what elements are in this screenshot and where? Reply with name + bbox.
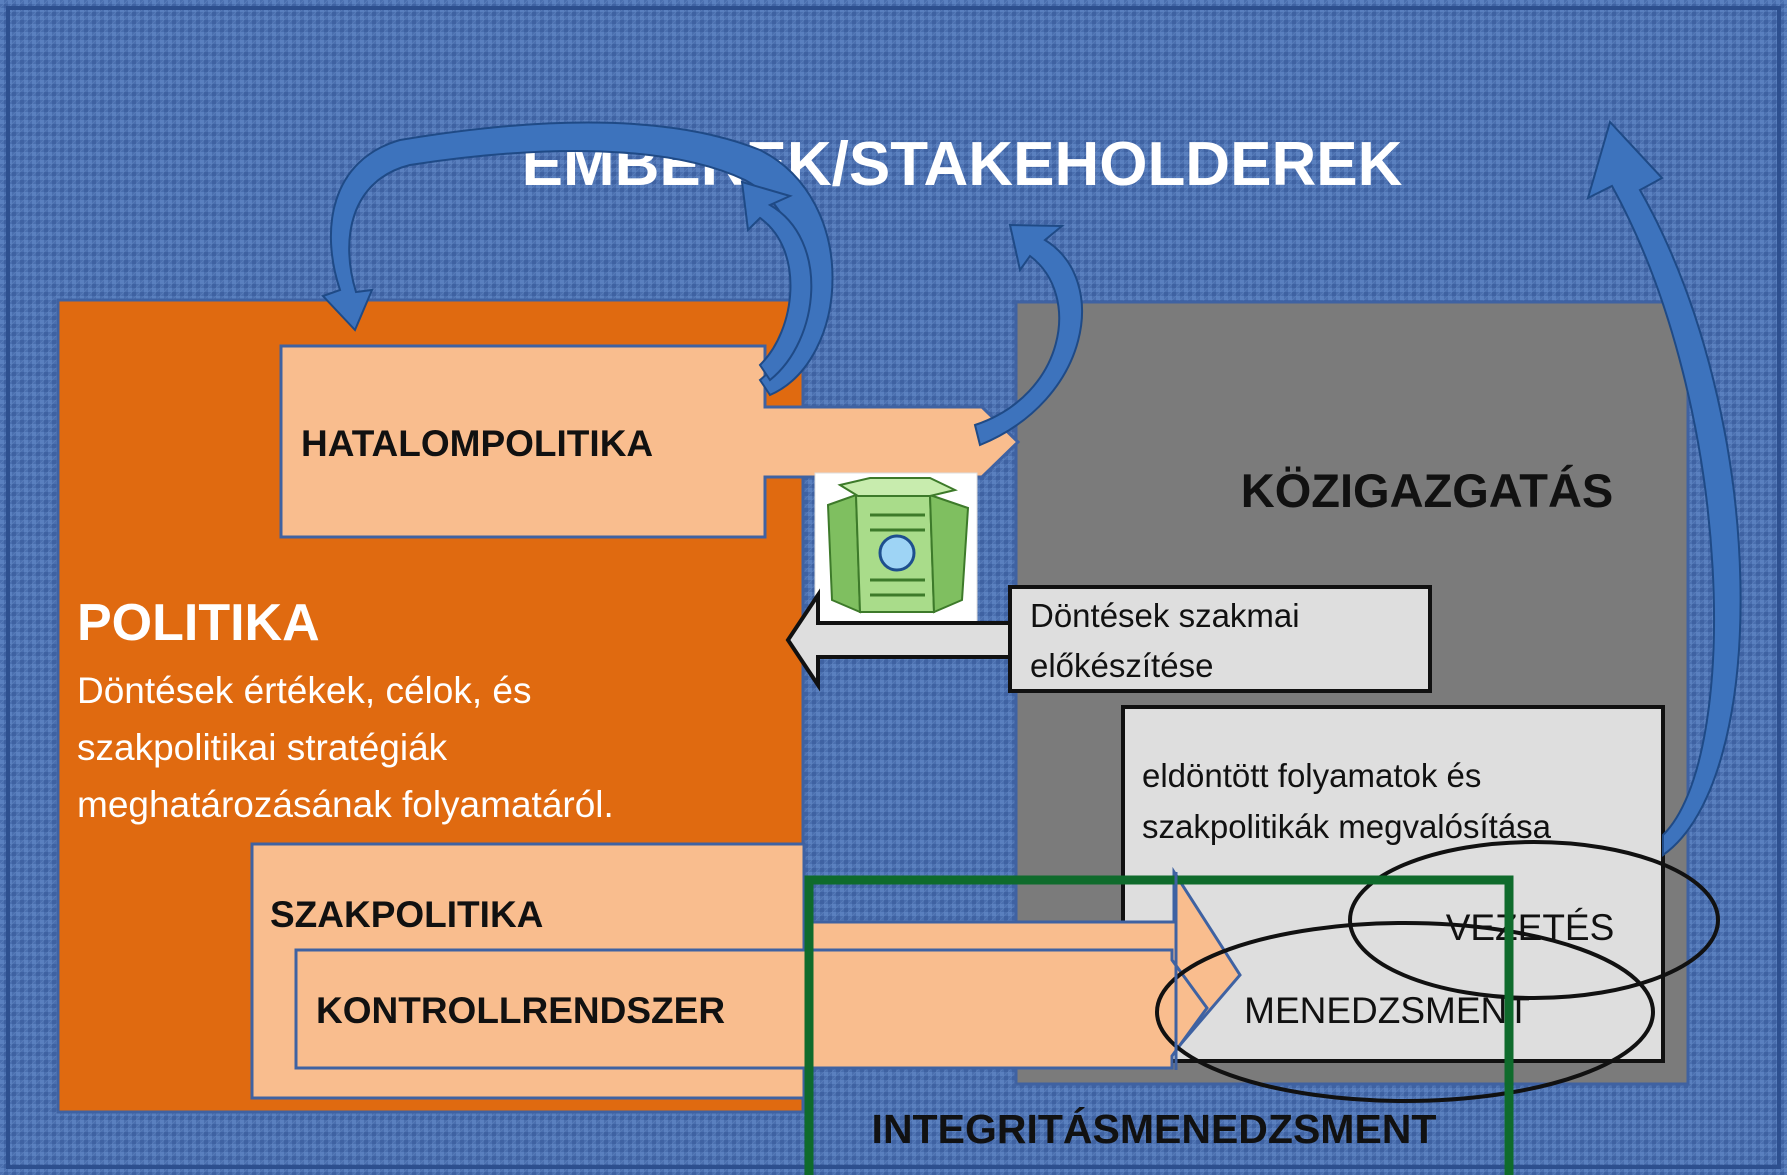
menedzsment-label: MENEDZSMENT	[1244, 990, 1530, 1031]
curved-arrows	[321, 120, 1742, 857]
vezetes-label: VEZETÉS	[1446, 907, 1615, 948]
szakpolitika-label: SZAKPOLITIKA	[270, 894, 543, 935]
vezetes-ellipse	[1348, 840, 1720, 1000]
kozigazgatas-heading: KÖZIGAZGATÁS	[1241, 464, 1614, 517]
dontesek-line-1: Döntések szakmai	[1030, 597, 1300, 634]
center-left-arrow	[740, 180, 813, 382]
building-icon	[814, 472, 978, 626]
back-arrow	[785, 588, 1012, 692]
center-up-arrow	[973, 223, 1083, 447]
politika-description-line-2: szakpolitikai stratégiák	[77, 727, 448, 768]
integritas-frame	[804, 875, 1514, 1175]
politika-description-line-1: Döntések értékek, célok, és	[77, 670, 532, 711]
menedzsment-ellipse	[1155, 921, 1655, 1103]
hatalompolitika-label: HATALOMPOLITIKA	[301, 423, 653, 464]
right-up-arrow	[1586, 120, 1742, 857]
kontrollrendszer-label: KONTROLLRENDSZER	[316, 990, 725, 1031]
dontesek-line-2: előkészítése	[1030, 647, 1213, 684]
politika-description-line-3: meghatározásának folyamatáról.	[77, 784, 614, 825]
megvalositas-line-2: szakpolitikák megvalósítása	[1142, 808, 1552, 845]
integritas-label: INTEGRITÁSMENEDZSMENT	[872, 1106, 1437, 1152]
kontrollrendszer-arrow	[294, 948, 1209, 1070]
dontesek-box	[1008, 585, 1432, 693]
background-frame	[6, 6, 1781, 1169]
politika-heading: POLITIKA	[77, 594, 320, 652]
megvalositas-line-1: eldöntött folyamatok és	[1142, 757, 1481, 794]
